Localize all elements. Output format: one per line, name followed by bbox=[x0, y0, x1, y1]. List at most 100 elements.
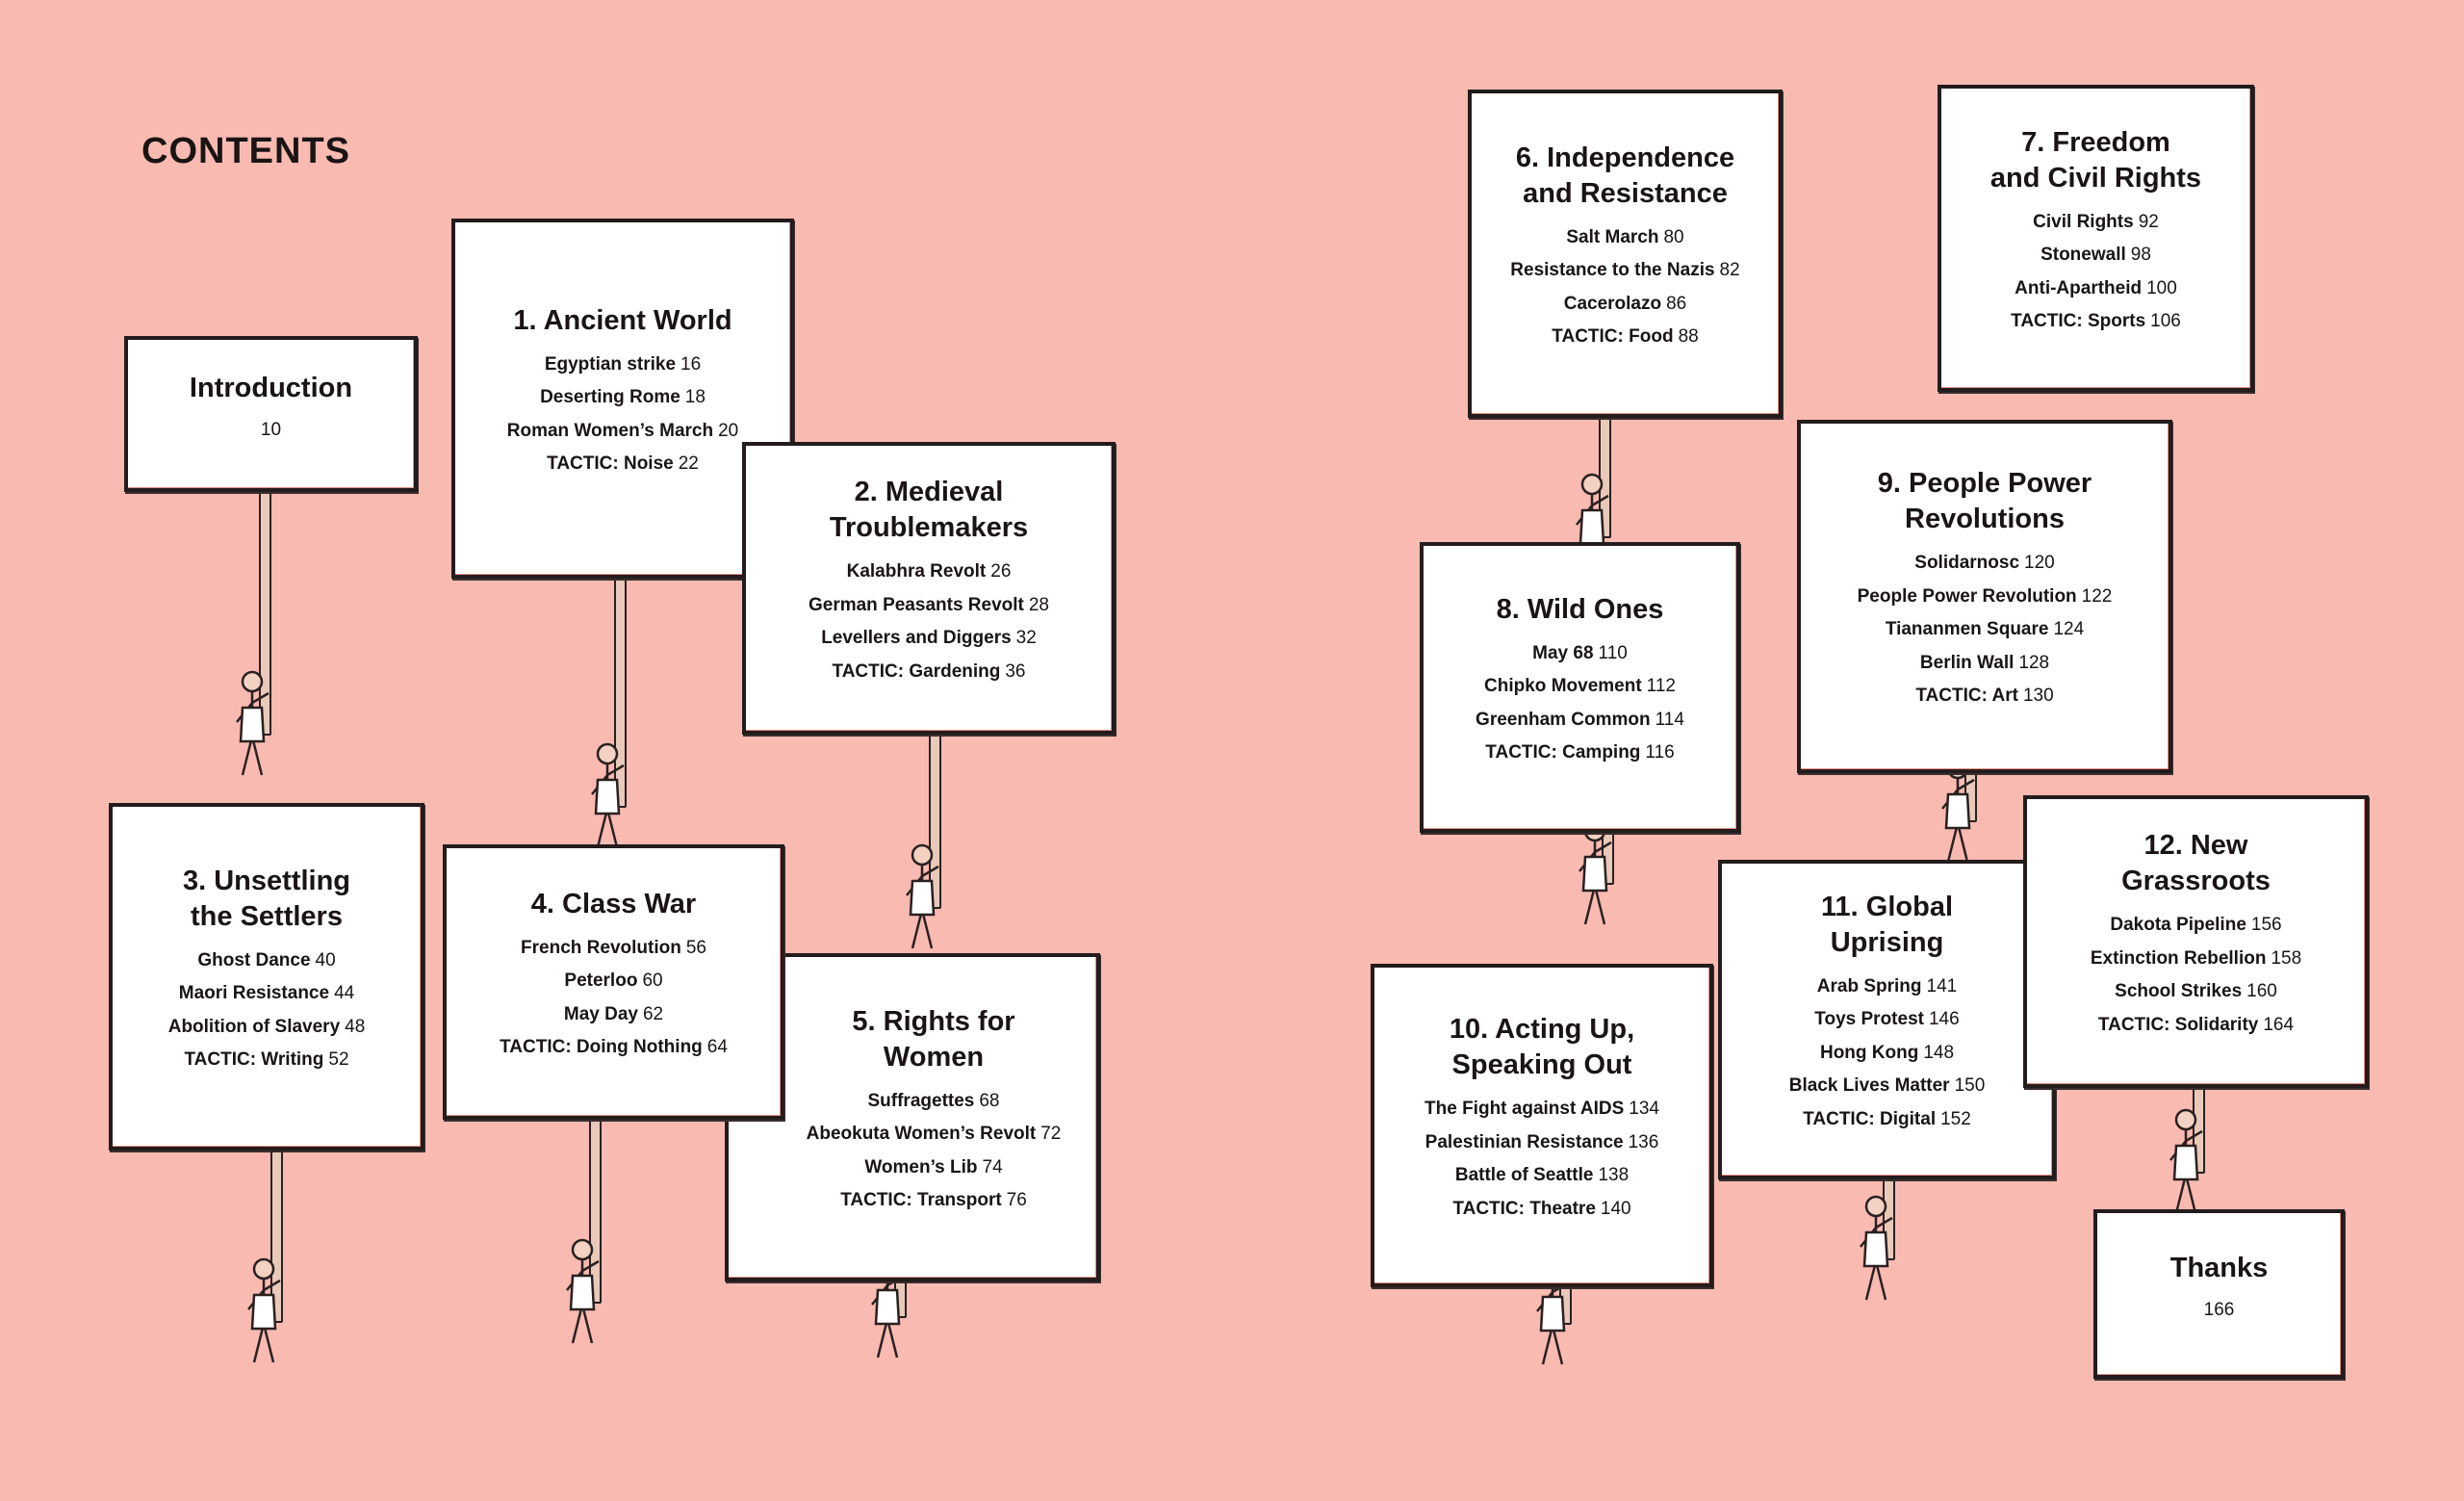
page-number: 68 bbox=[979, 1090, 1000, 1111]
section-title[interactable]: Introduction bbox=[190, 371, 352, 406]
chapter-name: TACTIC: Doing Nothing bbox=[500, 1037, 703, 1057]
chapter-name: Battle of Seattle bbox=[1454, 1165, 1594, 1185]
chapter-name: German Peasants Revolt bbox=[808, 594, 1024, 615]
page-title: CONTENTS bbox=[141, 131, 350, 171]
page-number: 114 bbox=[1655, 709, 1684, 730]
section-title[interactable]: Thanks bbox=[2170, 1251, 2269, 1286]
page-number: 98 bbox=[2130, 245, 2151, 265]
page-number: 150 bbox=[1954, 1075, 1986, 1097]
chapter-name: Extinction Rebellion bbox=[2090, 947, 2267, 969]
protester-illustration bbox=[1565, 467, 1642, 597]
sign-pole bbox=[929, 735, 941, 909]
section-title-line: 6. Independence bbox=[1515, 142, 1735, 173]
chapter-name: Toys Protest bbox=[1814, 1009, 1924, 1030]
section-title[interactable]: 4. Class War bbox=[531, 887, 696, 922]
section-title[interactable]: 10. Acting Up,Speaking Out bbox=[1450, 1012, 1634, 1083]
page-number: 124 bbox=[2053, 619, 2085, 640]
page-number: 156 bbox=[2250, 915, 2282, 935]
section-title-line: 12. New bbox=[2143, 830, 2248, 861]
page-number: 36 bbox=[1005, 660, 1026, 682]
chapter-name: Peterloo bbox=[564, 970, 638, 991]
section-title[interactable]: 1. Ancient World bbox=[513, 303, 732, 339]
chapter-name: Kalabhra Revolt bbox=[846, 561, 987, 582]
page-number: 48 bbox=[345, 1016, 366, 1037]
section-title[interactable]: 8. Wild Ones bbox=[1497, 592, 1664, 628]
protester-illustration bbox=[555, 1232, 632, 1362]
page-number: 112 bbox=[1646, 676, 1676, 696]
